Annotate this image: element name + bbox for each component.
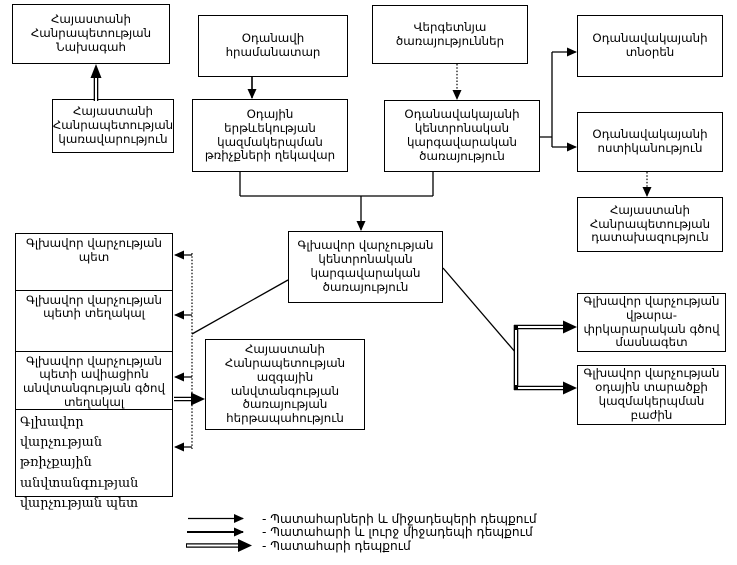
edge-to-rescue-specialist-arrow-icon bbox=[563, 320, 577, 334]
node-president: Հայաստանի Հանրապետության Նախագահ bbox=[12, 4, 170, 64]
node-prosecutor: Հայաստանի Հանրապետության դատախազություն bbox=[577, 197, 723, 252]
node-gd-flight-safety-head: Գլխավոր վարչության թռիչքային անվտանգությ… bbox=[15, 408, 173, 511]
edge-gov-to-president-arrow-icon bbox=[90, 64, 102, 78]
node-gd-rescue-specialist: Գլխավոր վարչության վթարա- փրկարարական գծ… bbox=[577, 293, 726, 352]
edge-to-nss-duty-arrow-icon bbox=[191, 392, 205, 406]
node-gd-airspace-division: Գլխավոր վարչության օդային տարածքի կազմակ… bbox=[577, 365, 726, 425]
node-gd-deputy: Գլխավոր վարչության պետի տեղակալ bbox=[15, 289, 173, 352]
node-airport-police: Օդանավակայանի ոստիկանություն bbox=[577, 112, 723, 172]
node-nss-duty: Հայաստանի Հանրապետության ազգային անվտանգ… bbox=[205, 339, 365, 430]
node-atc-flights-chief: Օդային երթևեկության կազմակերպման թռիչքնե… bbox=[192, 99, 348, 172]
node-aircraft-commander: Օդանավի հրամանատար bbox=[198, 15, 348, 77]
node-airport-director: Օդանավակայանի տնօրեն bbox=[577, 15, 723, 77]
legend-thick-arrow-icon bbox=[238, 539, 252, 552]
edge-left-diagonal bbox=[191, 279, 289, 335]
node-airport-central-dispatch: Օդանավակայանի կենտրոնական կարգավարական ծ… bbox=[384, 100, 540, 172]
legend-item-thick: - Պատահարի դեպքում bbox=[262, 538, 411, 553]
edge-dispatch-right-bracket bbox=[540, 52, 553, 147]
legend-item-medium: - Պատահարի և լուրջ միջադեպի դեպքում bbox=[262, 525, 533, 539]
node-government: Հայաստանի Հանրապետության կառավարություն bbox=[52, 99, 174, 153]
edge-join-lines bbox=[239, 172, 434, 197]
edge-right-diagonal bbox=[442, 267, 517, 354]
node-gd-aviation-security-deputy: Գլխավոր վարչության պետի ավիացիոն անվտանգ… bbox=[15, 350, 173, 410]
node-ground-services: Վերգետնյա ծառայություններ bbox=[372, 5, 528, 64]
legend-item-thin: - Պատահարների և միջադեպերի դեպքում bbox=[262, 511, 537, 526]
node-gd-head: Գլխավոր վարչության պետ bbox=[15, 233, 173, 291]
node-gd-central-dispatch: Գլխավոր վարչության կենտրոնական կարգավարա… bbox=[288, 231, 443, 303]
legend-arrows bbox=[186, 514, 252, 552]
edge-to-airspace-division-arrow-icon bbox=[563, 381, 577, 395]
